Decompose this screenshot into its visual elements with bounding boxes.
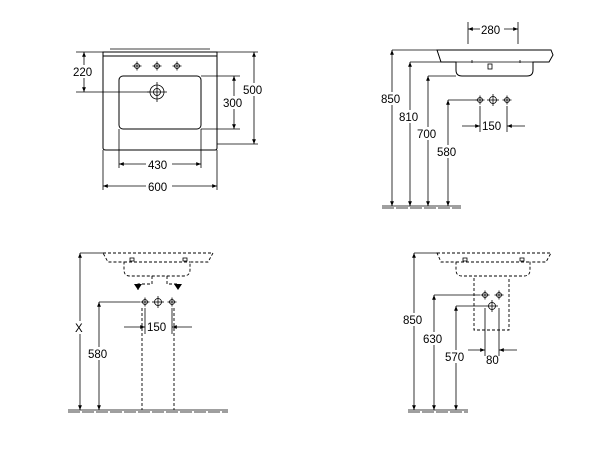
dim-water-height: 580 xyxy=(437,147,456,159)
semi-water-connections xyxy=(480,290,504,312)
dim-tap-offset: 220 xyxy=(73,67,92,79)
dim-semi-waste-height: 630 xyxy=(423,334,442,346)
top-basin-outline xyxy=(102,51,218,151)
front-water-connections xyxy=(140,296,177,308)
dim-semi-rim-height: 850 xyxy=(403,315,422,327)
dim-semi-water-spacing: 80 xyxy=(486,355,499,367)
top-tap-holes xyxy=(132,61,182,71)
dim-waste-height: 700 xyxy=(417,129,436,141)
side-water-connections xyxy=(475,94,512,106)
dim-variable-height: X xyxy=(75,323,83,335)
side-basin-profile xyxy=(436,49,554,77)
dim-width-total: 600 xyxy=(148,182,167,194)
front-pedestal xyxy=(141,308,175,410)
dim-depth-total: 500 xyxy=(243,85,262,97)
dim-semi-water-height: 570 xyxy=(445,352,464,364)
dim-side-water-spacing: 150 xyxy=(482,121,501,133)
dim-waste-width: 280 xyxy=(481,25,500,37)
dim-basin-depth: 300 xyxy=(223,98,242,110)
semi-basin-dashed xyxy=(436,252,552,277)
dim-underside-height: 810 xyxy=(399,112,418,124)
top-bowl xyxy=(118,75,202,130)
front-basin-dashed xyxy=(102,252,214,277)
side-view: 280 850 810 700 580 150 xyxy=(380,22,554,209)
dim-rim-height: 850 xyxy=(381,94,400,106)
front-pedestal-view: 150 X 580 xyxy=(68,252,228,413)
top-view: 220 500 300 430 600 xyxy=(72,48,266,194)
side-semipedestal-view: 80 850 630 570 xyxy=(402,252,552,413)
semi-pedestal xyxy=(473,278,510,331)
dim-front-water-height: 580 xyxy=(88,349,107,361)
dim-front-water-spacing: 150 xyxy=(147,322,166,334)
dim-basin-width: 430 xyxy=(148,160,167,172)
